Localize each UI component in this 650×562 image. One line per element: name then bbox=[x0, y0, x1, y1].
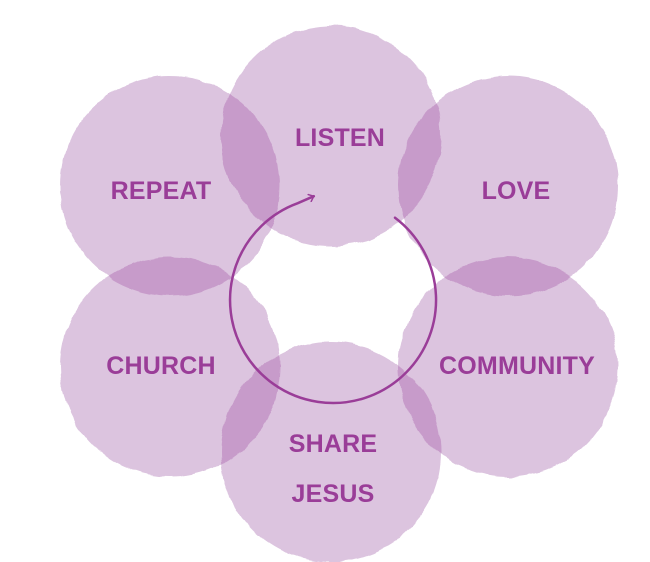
petal-label-church: CHURCH bbox=[106, 352, 216, 380]
petal-label-line: COMMUNITY bbox=[439, 352, 595, 380]
petal-share-jesus bbox=[221, 342, 441, 562]
petal-label-line: LOVE bbox=[482, 177, 551, 205]
petal-label-line: SHARE bbox=[289, 430, 378, 458]
petal-church bbox=[60, 257, 280, 477]
petal-love bbox=[398, 76, 618, 296]
petal-community bbox=[398, 257, 618, 477]
petal-label-share-jesus: SHARE JESUS bbox=[289, 430, 378, 508]
cycle-arrow bbox=[228, 193, 438, 405]
petal-label-love: LOVE bbox=[482, 177, 551, 205]
petal-label-community: COMMUNITY bbox=[439, 352, 595, 380]
petal-label-line: LISTEN bbox=[295, 124, 385, 152]
petal-label-line: REPEAT bbox=[111, 177, 212, 205]
petal-label-line: CHURCH bbox=[106, 352, 216, 380]
petal-label-line: JESUS bbox=[292, 480, 375, 508]
labels-layer: LISTEN LOVE COMMUNITY SHARE JESUS CHURCH REPEA… bbox=[106, 124, 595, 508]
petal-label-listen: LISTEN bbox=[295, 124, 385, 152]
petal-label-repeat: REPEAT bbox=[111, 177, 212, 205]
